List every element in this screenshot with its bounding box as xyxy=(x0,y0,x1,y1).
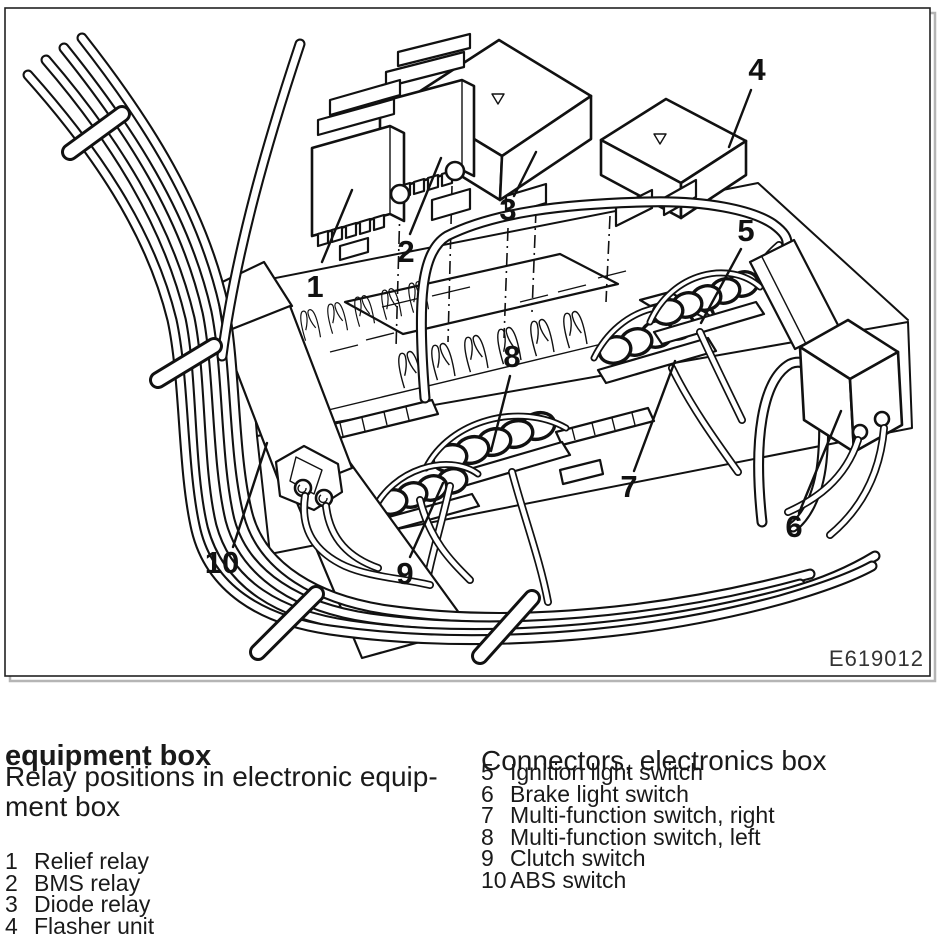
connector-10-body xyxy=(220,304,354,497)
legend-label: Multi-function switch, left xyxy=(510,823,761,850)
figure-code: E619012 xyxy=(829,646,924,671)
legend-item-6: 6 Brake light switch xyxy=(481,780,775,807)
legend-label: Diode relay xyxy=(34,891,151,918)
legend-num: 8 xyxy=(481,823,494,850)
legend-num: 9 xyxy=(481,845,494,872)
connector-9-loops xyxy=(370,461,482,534)
socket-plate xyxy=(343,252,620,336)
cable-tie xyxy=(249,585,325,661)
callout-2: 2 xyxy=(397,234,414,269)
connector-6 xyxy=(748,238,904,535)
triangle-mark xyxy=(491,93,505,105)
cable-tie xyxy=(61,105,131,161)
legend-label: Brake light switch xyxy=(510,780,689,807)
cable-tie xyxy=(471,589,541,665)
legend-item-4: 4 Flasher unit xyxy=(5,912,155,939)
legend-label: Multi-function switch, right xyxy=(510,802,775,829)
relay-pin xyxy=(389,183,411,205)
legend-item-1: 1 Relief relay xyxy=(5,848,154,874)
connector-5-loops xyxy=(646,269,766,346)
legend-item-5: 5 Ignition light switch xyxy=(481,759,775,785)
relay-legend-list: 1 Relief relay 2 BMS relay 3 Diode relay… xyxy=(5,848,155,939)
callout-10: 10 xyxy=(205,545,239,580)
legend-num: 3 xyxy=(5,891,18,918)
legend-label: Clutch switch xyxy=(510,845,646,872)
leader-lines xyxy=(231,88,843,559)
legend-num: 5 xyxy=(481,759,494,785)
callout-1: 1 xyxy=(306,269,323,304)
wiring-diagram: 1 2 3 4 5 6 7 8 9 10 E619012 xyxy=(4,7,937,683)
callouts: 1 2 3 4 5 6 7 8 9 10 xyxy=(205,52,803,591)
connector-legend-list: 5 Ignition light switch 6 Brake light sw… xyxy=(481,759,775,893)
legend-num: 2 xyxy=(5,869,18,896)
cable-harness xyxy=(28,38,875,665)
legend-num: 6 xyxy=(481,780,494,807)
legend-item-10: 10 ABS switch xyxy=(481,866,775,893)
callout-7: 7 xyxy=(620,469,637,504)
socket-strip xyxy=(554,406,656,447)
legend-num: 10 xyxy=(481,866,507,893)
cable-tie xyxy=(149,337,223,389)
relay-pin xyxy=(444,160,466,182)
legend-label: Flasher unit xyxy=(34,912,155,939)
callout-5: 5 xyxy=(737,213,754,248)
legend-num: 7 xyxy=(481,802,494,829)
callout-4: 4 xyxy=(748,52,766,87)
legend-label: BMS relay xyxy=(34,869,141,896)
legend-label: Ignition light switch xyxy=(510,759,704,785)
section-title-connectors: Connectors, electronics box xyxy=(481,745,827,776)
triangle-mark xyxy=(653,133,667,145)
legend-label: ABS switch xyxy=(510,866,627,893)
connector-10 xyxy=(214,260,472,660)
section-title-equipment-box: equipment box xyxy=(5,740,212,773)
legend-item-7: 7 Multi-function switch, right xyxy=(481,802,775,829)
callout-9: 9 xyxy=(396,556,413,591)
legend-item-9: 9 Clutch switch xyxy=(481,845,775,872)
legend-label: Relief relay xyxy=(34,848,150,874)
subsection-title-relay-positions: Relay positions in electronic equip- men… xyxy=(5,762,475,822)
callout-8: 8 xyxy=(503,339,520,374)
relay-1 xyxy=(310,78,411,262)
subtitle-line-2: ment box xyxy=(5,791,121,822)
legend-num: 4 xyxy=(5,912,18,939)
box-tab xyxy=(558,458,605,486)
legend-num: 1 xyxy=(5,848,18,874)
subtitle-line-1: Relay positions in electronic equip- xyxy=(5,761,438,792)
terminal xyxy=(873,410,891,428)
legend-item-3: 3 Diode relay xyxy=(5,891,154,918)
legend-item-8: 8 Multi-function switch, left xyxy=(481,823,775,850)
callout-6: 6 xyxy=(785,509,802,544)
legend-item-2: 2 BMS relay xyxy=(5,869,154,896)
callout-3: 3 xyxy=(499,192,516,227)
